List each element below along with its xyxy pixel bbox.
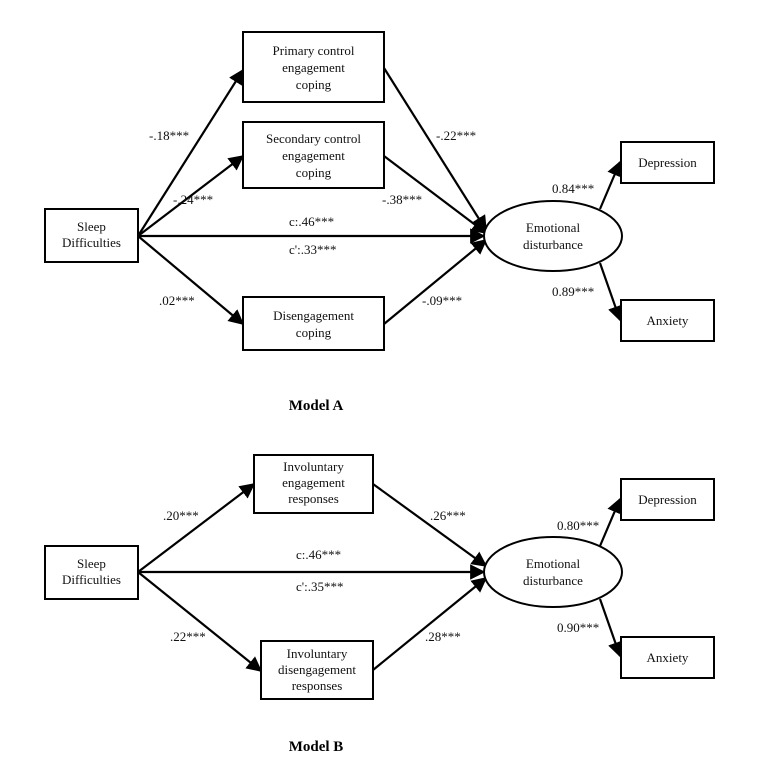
coef-involuntary-disengagement-emotional: .28*** bbox=[425, 629, 461, 644]
node-label-line: Disengagement bbox=[273, 308, 354, 323]
coef-c-direct: c':.35*** bbox=[296, 579, 343, 594]
node-depression: Depression bbox=[620, 141, 715, 184]
edge-emotional-anxiety bbox=[598, 598, 623, 658]
coef-involuntary-engagement-emotional: .26*** bbox=[430, 508, 466, 523]
node-label-line: engagement bbox=[282, 475, 345, 490]
coef-sleep-involuntary-engagement: .20*** bbox=[163, 508, 199, 523]
node-label-line: Sleep bbox=[77, 556, 106, 571]
node-emotional-disturbance: Emotional disturbance bbox=[483, 200, 623, 272]
node-involuntary-disengagement: Involuntary disengagement responses bbox=[260, 640, 374, 700]
node-label-line: disengagement bbox=[278, 662, 356, 677]
node-sleep-difficulties: Sleep Difficulties bbox=[44, 545, 139, 600]
edge-primary-emotional bbox=[383, 67, 487, 232]
node-label-line: Anxiety bbox=[647, 313, 689, 328]
node-label-line: Anxiety bbox=[647, 650, 689, 665]
coef-c-direct: c':.33*** bbox=[289, 242, 336, 257]
node-label-line: Depression bbox=[638, 492, 697, 507]
node-depression: Depression bbox=[620, 478, 715, 521]
edge-emotional-depression bbox=[598, 160, 622, 210]
node-primary-control: Primary control engagement coping bbox=[242, 31, 385, 103]
node-involuntary-engagement: Involuntary engagement responses bbox=[253, 454, 374, 514]
node-label-line: disturbance bbox=[523, 237, 583, 252]
coef-emotional-anxiety: 0.89*** bbox=[552, 284, 594, 299]
coef-emotional-anxiety: 0.90*** bbox=[557, 620, 599, 635]
edge-emotional-depression bbox=[598, 497, 622, 547]
coef-emotional-depression: 0.84*** bbox=[552, 181, 594, 196]
node-label-line: Involuntary bbox=[287, 646, 348, 661]
node-label-line: Involuntary bbox=[283, 459, 344, 474]
coef-c-total: c:.46*** bbox=[289, 214, 334, 229]
edge-sleep-primary bbox=[137, 68, 244, 237]
node-label-line: Depression bbox=[638, 155, 697, 170]
node-label-line: engagement bbox=[282, 60, 345, 75]
edge-sleep-disengagement bbox=[137, 235, 245, 325]
node-label-line: engagement bbox=[282, 148, 345, 163]
node-label-line: Primary control bbox=[273, 43, 355, 58]
node-label-line: Sleep bbox=[77, 219, 106, 234]
node-label-line: coping bbox=[296, 77, 332, 92]
coef-sleep-secondary: -.24*** bbox=[173, 192, 213, 207]
model-b-title: Model B bbox=[289, 739, 344, 755]
node-disengagement-coping: Disengagement coping bbox=[242, 296, 385, 351]
node-label-line: Emotional bbox=[526, 556, 581, 571]
node-sleep-difficulties: Sleep Difficulties bbox=[44, 208, 139, 263]
node-label-line: responses bbox=[288, 491, 339, 506]
edge-sleep-involuntary-disengagement bbox=[137, 571, 263, 672]
node-label-line: Difficulties bbox=[62, 572, 121, 587]
node-label-line: disturbance bbox=[523, 573, 583, 588]
coef-secondary-emotional: -.38*** bbox=[382, 192, 422, 207]
coef-c-total: c:.46*** bbox=[296, 547, 341, 562]
edge-sleep-secondary bbox=[137, 155, 245, 237]
coef-sleep-disengagement: .02*** bbox=[159, 293, 195, 308]
node-label-line: Emotional bbox=[526, 220, 581, 235]
edge-emotional-anxiety bbox=[598, 262, 623, 322]
edge-involuntary-engagement-emotional bbox=[372, 483, 488, 567]
node-label-line: Difficulties bbox=[62, 235, 121, 250]
coef-primary-emotional: -.22*** bbox=[436, 128, 476, 143]
node-anxiety: Anxiety bbox=[620, 299, 715, 342]
coef-sleep-primary: -.18*** bbox=[149, 128, 189, 143]
node-emotional-disturbance: Emotional disturbance bbox=[483, 536, 623, 608]
node-anxiety: Anxiety bbox=[620, 636, 715, 679]
coef-sleep-involuntary-disengagement: .22*** bbox=[170, 629, 206, 644]
coef-disengagement-emotional: -.09*** bbox=[422, 293, 462, 308]
edge-disengagement-emotional bbox=[383, 239, 488, 325]
model-a: Sleep Difficulties Primary control engag… bbox=[44, 31, 715, 414]
node-label-line: Secondary control bbox=[266, 131, 361, 146]
node-secondary-control: Secondary control engagement coping bbox=[242, 121, 385, 189]
node-label-line: responses bbox=[292, 678, 343, 693]
model-a-title: Model A bbox=[289, 398, 344, 414]
coef-emotional-depression: 0.80*** bbox=[557, 518, 599, 533]
edge-involuntary-disengagement-emotional bbox=[372, 577, 488, 671]
model-b: Sleep Difficulties Involuntary engagemen… bbox=[44, 454, 715, 755]
node-label-line: coping bbox=[296, 325, 332, 340]
edge-sleep-involuntary-engagement bbox=[137, 483, 256, 573]
edge-secondary-emotional bbox=[383, 155, 488, 234]
node-label-line: coping bbox=[296, 165, 332, 180]
